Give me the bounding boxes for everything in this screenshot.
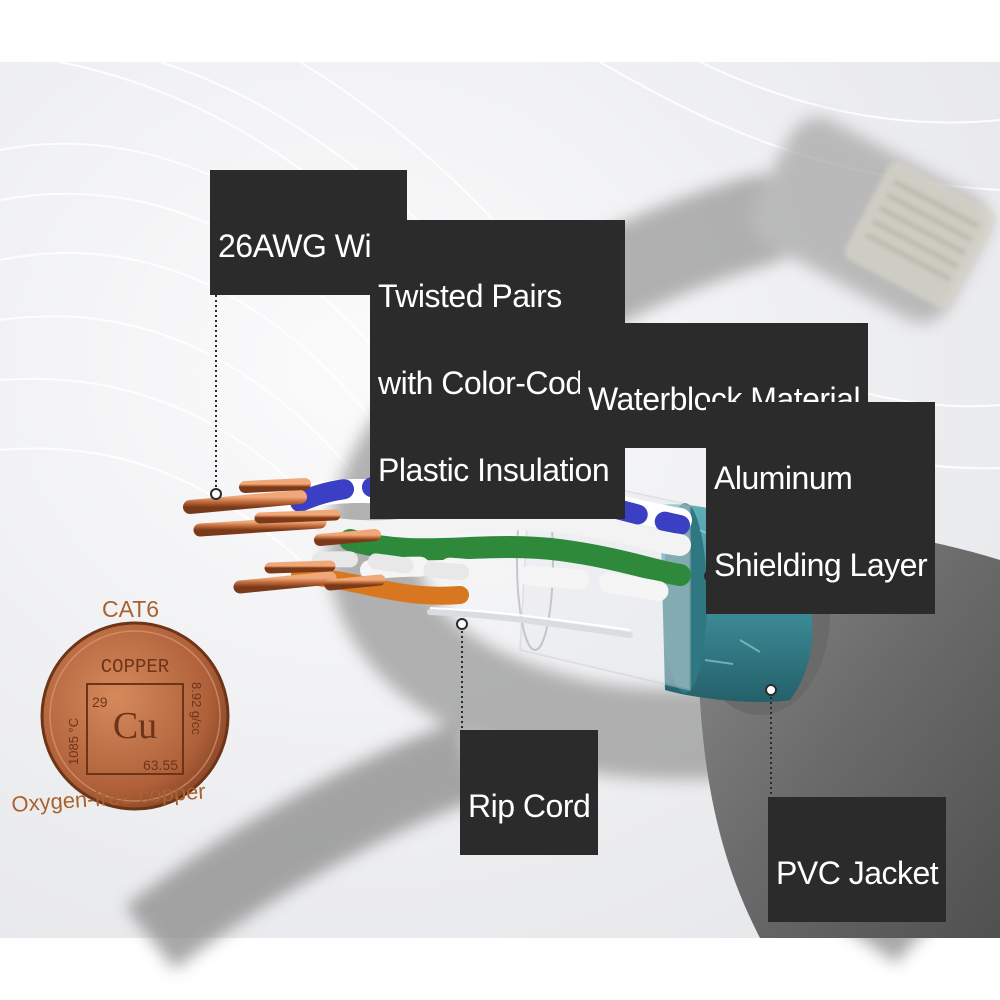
- callout-twisted-pairs-line-3: Plastic Insulation: [378, 452, 610, 488]
- coin-density: 8.92 g/cc: [189, 682, 204, 735]
- blurred-rj45-connector: [844, 161, 996, 309]
- coin-atomic-mass: 63.55: [143, 757, 178, 773]
- callout-aluminum-shielding-line-2: Shielding Layer: [714, 547, 928, 583]
- callout-aluminum-shielding: Aluminum Shielding Layer: [706, 402, 936, 614]
- copper-coin-badge: [40, 621, 230, 811]
- callout-twisted-pairs-line-1: Twisted Pairs: [378, 278, 562, 314]
- coin-element-symbol: Cu: [113, 705, 157, 747]
- coin-element-name: COPPER: [101, 656, 169, 678]
- coin-melting-point: 1085 °C: [66, 718, 81, 765]
- cable-category-label: CAT6: [102, 596, 160, 622]
- copper-conductors: [183, 478, 386, 594]
- coin-atomic-number: 29: [92, 694, 108, 710]
- callout-aluminum-shielding-line-1: Aluminum: [714, 460, 853, 496]
- callout-rip-cord-text: Rip Cord: [468, 788, 591, 824]
- callout-pvc-jacket-text: PVC Jacket: [776, 855, 939, 891]
- callout-pvc-jacket: PVC Jacket: [768, 797, 947, 922]
- callout-rip-cord: Rip Cord: [460, 730, 599, 855]
